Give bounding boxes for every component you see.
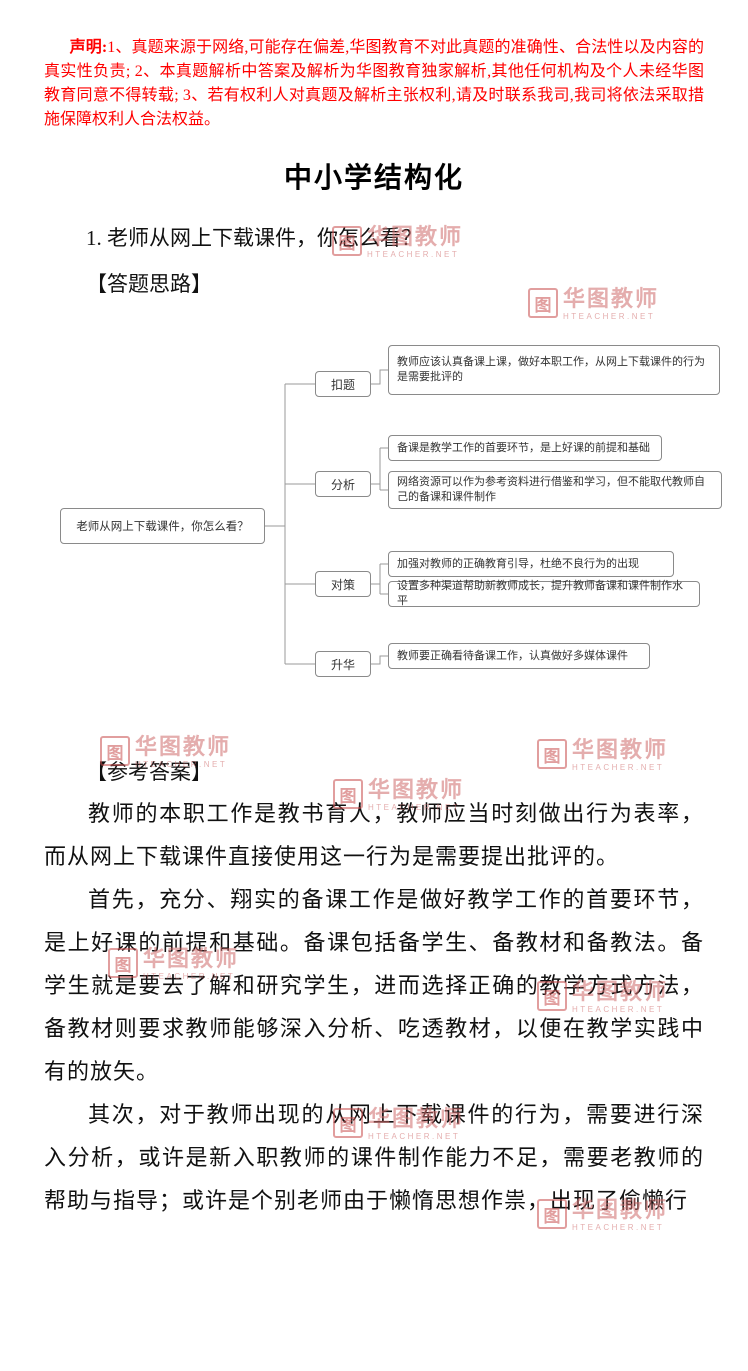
section-reference-answer-label: 【参考答案】: [86, 760, 212, 784]
disclaimer-label: 声明:: [69, 39, 108, 56]
leaf-text: 教师要正确看待备课工作，认真做好多媒体课件: [397, 649, 628, 662]
watermark-domain-text: HTEACHER.NET: [367, 250, 460, 259]
watermark-brand-text: 华图教师: [135, 734, 232, 759]
branch-label: 对策: [330, 577, 355, 592]
disclaimer: 声明:1、真题来源于网络,可能存在偏差,华图教育不对此真题的准确性、合法性以及内…: [44, 36, 704, 132]
mindmap-leaf-box: 网络资源可以作为参考资料进行借鉴和学习，但不能取代教师自己的备课和课件制作: [388, 471, 722, 509]
branch-label: 分析: [330, 477, 355, 492]
mindmap-leaf-box: 加强对教师的正确教育引导，杜绝不良行为的出现: [388, 551, 674, 577]
mindmap-leaf-box: 教师要正确看待备课工作，认真做好多媒体课件: [388, 643, 650, 669]
leaf-text: 备课是教学工作的首要环节，是上好课的前提和基础: [397, 441, 650, 454]
mindmap-branch-node-shenghua: 升华: [315, 651, 371, 677]
connector-branch-koutai: [371, 369, 388, 385]
watermark-domain-text: HTEACHER.NET: [563, 312, 656, 321]
leaf-text: 加强对教师的正确教育引导，杜绝不良行为的出现: [397, 557, 639, 570]
branch-label: 升华: [330, 657, 355, 672]
mindmap-connector-lines: [265, 369, 388, 665]
mindmap-branch-node-koutai: 扣题: [315, 371, 371, 397]
mindmap-root-label: 老师从网上下载课件，你怎么看？: [76, 521, 249, 533]
question-1: 1. 老师从网上下载课件，你怎么看？: [86, 226, 422, 250]
reference-answer-body: 教师的本职工作是教书育人，教师应当时刻做出行为表率，而从网上下载课件直接使用这一…: [44, 792, 704, 1222]
connector-branch-duice: [371, 563, 388, 595]
connector-branch-fenxi: [371, 447, 388, 491]
connector-root-trunk: [265, 383, 315, 665]
mindmap-branch-node-fenxi: 分析: [315, 471, 371, 497]
watermark-domain-text: HTEACHER.NET: [572, 1223, 665, 1232]
document-page: { "disclaimer": { "label": "声明:", "text"…: [0, 36, 748, 1371]
mindmap-leaf-box: 设置多种渠道帮助新教师成长，提升教师备课和课件制作水平: [388, 580, 700, 607]
leaf-text: 网络资源可以作为参考资料进行借鉴和学习，但不能取代教师自己的备课和课件制作: [397, 476, 705, 503]
answer-paragraph: 教师的本职工作是教书育人，教师应当时刻做出行为表率，而从网上下载课件直接使用这一…: [44, 801, 704, 869]
mindmap-branch-node-duice: 对策: [315, 571, 371, 597]
mindmap-root-node: 老师从网上下载课件，你怎么看？: [60, 508, 265, 544]
branch-label: 扣题: [330, 377, 355, 392]
leaf-text: 设置多种渠道帮助新教师成长，提升教师备课和课件制作水平: [397, 580, 683, 607]
answer-paragraph: 其次，对于教师出现的从网上下载课件的行为，需要进行深入分析，或许是新入职教师的课…: [44, 1102, 704, 1213]
mindmap-leaf-box: 教师应该认真备课上课，做好本职工作，从网上下载课件的行为是需要批评的: [388, 345, 720, 395]
answer-paragraph: 首先，充分、翔实的备课工作是做好教学工作的首要环节，是上好课的前提和基础。备课包…: [44, 887, 704, 1084]
mindmap-leaf-box: 备课是教学工作的首要环节，是上好课的前提和基础: [388, 435, 662, 461]
mindmap: 老师从网上下载课件，你怎么看？ 扣题 分析 对策 升华 教师应该认真备课上课，做…: [0, 338, 748, 690]
page-title: 中小学结构化: [283, 162, 464, 193]
section-answer-thinking-label: 【答题思路】: [86, 272, 212, 296]
disclaimer-text: 1、真题来源于网络,可能存在偏差,华图教育不对此真题的准确性、合法性以及内容的真…: [44, 39, 704, 128]
leaf-text: 教师应该认真备课上课，做好本职工作，从网上下载课件的行为是需要批评的: [397, 356, 705, 383]
connector-branch-shenghua: [371, 655, 388, 665]
